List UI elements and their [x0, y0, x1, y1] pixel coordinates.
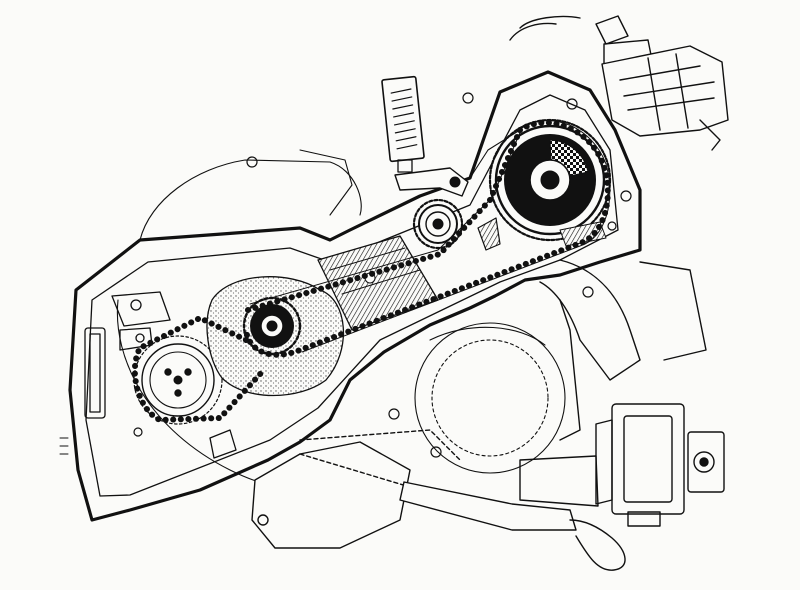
dipstick — [399, 481, 626, 571]
chain-tensioner — [394, 167, 501, 251]
spring-tensioner-plunger — [381, 75, 425, 173]
housing-bolts — [133, 92, 632, 458]
carburettor — [519, 259, 725, 527]
distributor — [509, 15, 729, 151]
idler-sprocket — [412, 198, 464, 250]
oil-pan — [251, 429, 461, 549]
camshaft-sprocket — [488, 118, 612, 247]
timing-chain — [131, 119, 611, 423]
